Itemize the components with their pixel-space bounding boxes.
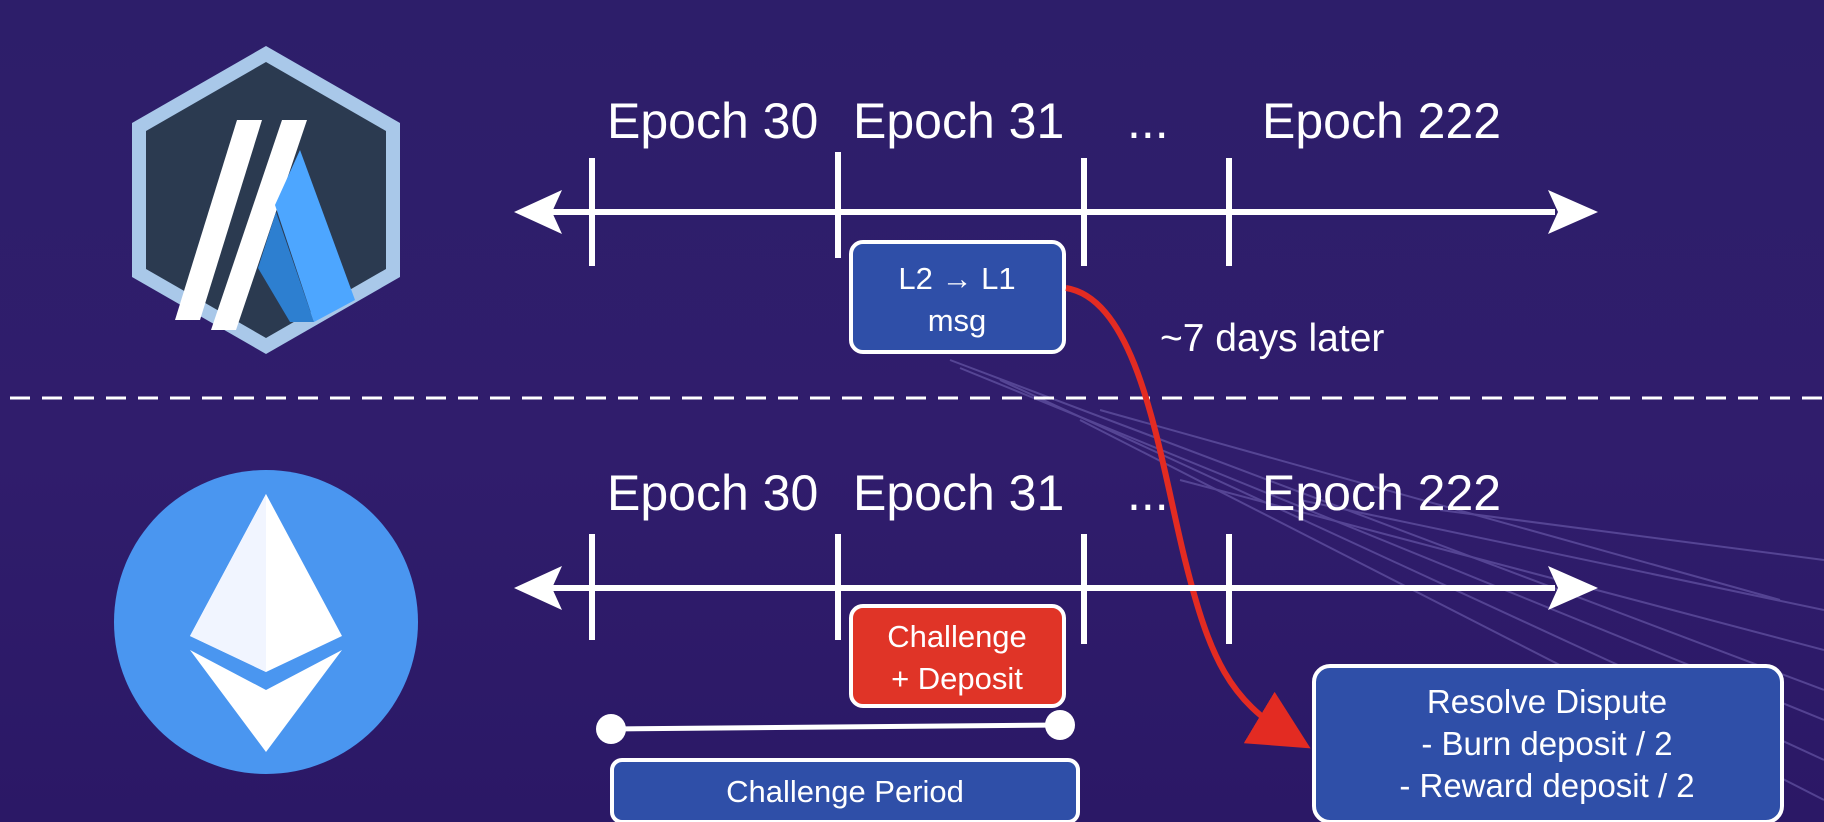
delay-note: ~7 days later <box>1160 317 1384 360</box>
epoch-label: Epoch 222 <box>1262 93 1501 149</box>
background-decoration <box>949 359 1824 801</box>
epoch-ellipsis: ... <box>1127 465 1169 521</box>
range-start-marker <box>596 714 626 744</box>
message-box-subtitle: msg <box>928 303 987 338</box>
arrow-right-icon <box>1548 190 1598 234</box>
epoch-label: Epoch 30 <box>607 465 818 521</box>
epoch-ellipsis: ... <box>1127 93 1169 149</box>
challenge-deposit-box: Challenge + Deposit <box>849 604 1066 708</box>
delay-arrow <box>1065 285 1311 749</box>
challenge-box-title: Challenge <box>887 619 1027 654</box>
arrow-right-icon <box>1548 566 1598 610</box>
epoch-label: Epoch 31 <box>853 465 1064 521</box>
epoch-label: Epoch 30 <box>607 93 818 149</box>
message-box-title: L2 → L1 <box>898 261 1015 296</box>
challenge-period-range <box>596 710 1075 744</box>
l2-to-l1-message-box: L2 → L1 msg <box>849 240 1066 354</box>
top-timeline: Epoch 30 Epoch 31 ... Epoch 222 <box>514 93 1598 266</box>
resolve-box-title: Resolve Dispute <box>1427 683 1667 720</box>
arrow-left-icon <box>514 566 562 610</box>
epoch-label: Epoch 31 <box>853 93 1064 149</box>
challenge-period-box: Challenge Period <box>610 758 1080 822</box>
epoch-label: Epoch 222 <box>1262 465 1501 521</box>
bottom-timeline: Epoch 30 Epoch 31 ... Epoch 222 <box>514 465 1598 644</box>
arbitrum-logo-icon <box>132 46 400 354</box>
range-end-marker <box>1045 710 1075 740</box>
ethereum-logo-icon <box>114 470 418 774</box>
resolve-box-line-reward: - Reward deposit / 2 <box>1399 767 1694 804</box>
arrow-left-icon <box>514 190 562 234</box>
challenge-period-label: Challenge Period <box>726 774 964 809</box>
challenge-box-subtitle: + Deposit <box>891 661 1023 696</box>
resolve-box-line-burn: - Burn deposit / 2 <box>1421 725 1672 762</box>
resolve-dispute-box: Resolve Dispute - Burn deposit / 2 - Rew… <box>1312 664 1784 822</box>
